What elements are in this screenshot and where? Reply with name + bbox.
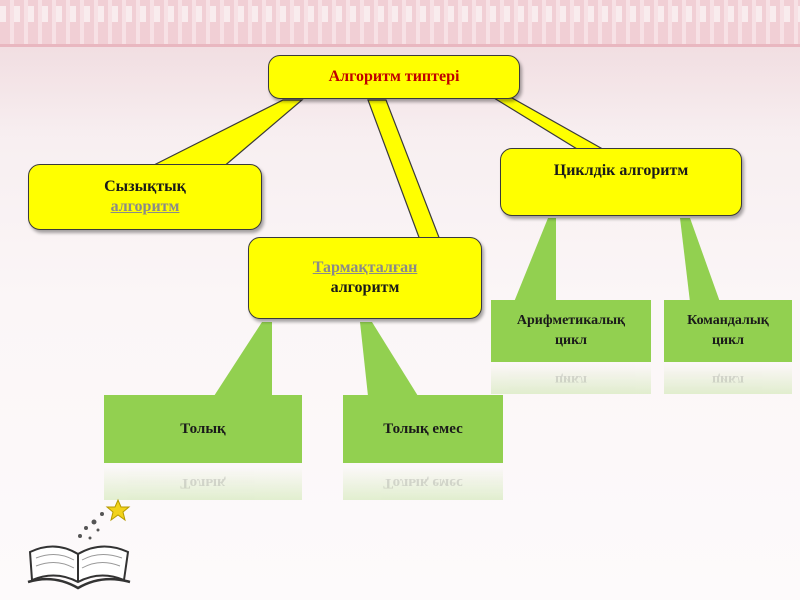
node-cyclic-algorithm: Циклдік алгоритм [500,148,742,216]
node-incomplete: Толық емес [343,395,503,463]
node-algorithm-types-label: Алгоритм типтері [328,68,460,85]
open-book-with-stars-icon [20,492,140,597]
node-command-reflection: цикл [664,364,792,394]
connector-root-branching [367,99,441,241]
node-arithmetic-reflection: цикл [491,364,651,394]
node-branching-algorithm: Тармақталған алгоритм [248,237,482,319]
node-linear-algorithm: Сызықтық алгоритм [28,164,262,230]
node-branching-line2: алгоритм [330,279,400,296]
node-branching-line1-link[interactable]: Тармақталған [312,259,418,276]
node-arithmetic-line2: цикл [554,333,588,348]
node-command-line2: цикл [711,333,745,348]
node-incomplete-label: Толық емес [383,421,463,437]
connector-cyclic-arithmetic [514,218,556,302]
node-arithmetic-line1: Арифметикалық [516,313,626,328]
node-full-label: Толық [180,421,226,437]
node-algorithm-types: Алгоритм типтері [268,55,520,99]
node-linear-line1: Сызықтық [104,178,186,195]
node-linear-line2-link[interactable]: алгоритм [110,198,180,215]
node-command-line1: Командалық [687,313,769,328]
node-cyclic-label: Циклдік алгоритм [553,162,689,179]
node-command-cycle: Командалық цикл [664,300,792,362]
node-full: Толық [104,395,302,463]
connector-cyclic-command [680,218,720,302]
node-incomplete-reflection: Толық емес [343,466,503,500]
connector-branching-incomplete [360,322,418,396]
node-arithmetic-cycle: Арифметикалық цикл [491,300,651,362]
decorative-top-band [0,0,800,47]
connector-root-cyclic [491,97,611,153]
connector-root-linear [147,99,304,169]
connector-branching-full [214,322,272,396]
